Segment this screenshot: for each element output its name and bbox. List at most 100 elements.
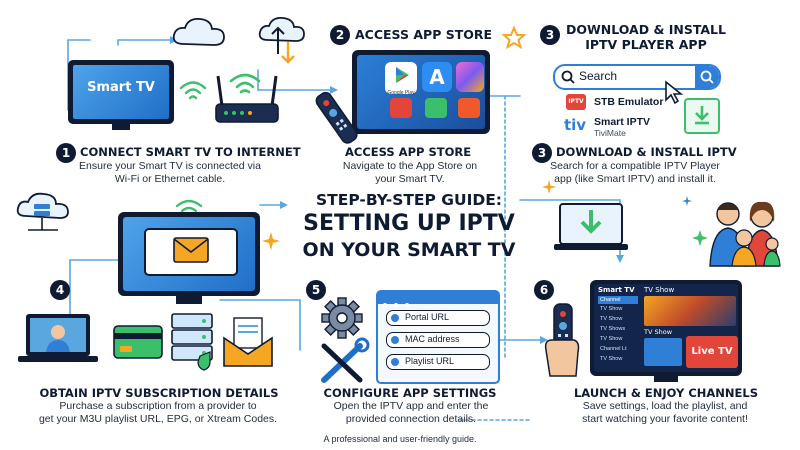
live-tv-button[interactable]: Live TV: [686, 336, 738, 368]
email-icon: [173, 237, 209, 263]
step-5-title: CONFIGURE APP SETTINGS: [323, 386, 497, 400]
google-play-label: Google Play: [387, 90, 415, 96]
step-3-description: Search for a compatible IPTV Player app …: [520, 160, 750, 186]
guide-title-line-1: STEP-BY-STEP GUIDE:: [316, 191, 502, 209]
channel-item[interactable]: TV Show: [600, 316, 623, 322]
star-icon: [501, 25, 527, 50]
router-icon: [215, 75, 279, 123]
step-2-number: 2: [330, 25, 350, 45]
step-3-desc-line: Search for a compatible IPTV Player: [550, 160, 720, 172]
sparkle-icon: [262, 232, 280, 250]
hand-remote-icon: [544, 303, 580, 377]
wifi-icon: [175, 199, 203, 213]
iptv-tv-title: Smart TV: [598, 286, 635, 294]
step-4-number: 4: [50, 280, 70, 300]
tv-show-tile[interactable]: [644, 338, 682, 366]
portal-url-field[interactable]: Portal URL: [386, 310, 490, 326]
step-4-description: Purchase a subscription from a provider …: [10, 400, 306, 426]
guide-title: STEP-BY-STEP GUIDE: SETTING UP IPTV ON Y…: [278, 190, 540, 262]
app-result-subtitle: TiviMate: [594, 128, 626, 138]
smart-tv-label: Smart TV: [87, 80, 155, 95]
cursor-icon: [665, 80, 684, 105]
channel-item[interactable]: TV Shows: [600, 326, 626, 332]
smart-tv: Smart TV: [68, 60, 174, 124]
channel-item[interactable]: TV Show: [600, 336, 623, 342]
app-store-icon[interactable]: A: [422, 62, 452, 92]
gallery-app-icon[interactable]: [456, 62, 484, 92]
stb-emulator-app-icon[interactable]: IPTV: [566, 94, 586, 110]
step-4-desc-line: get your M3U playlist URL, EPG, or Xtrea…: [38, 413, 278, 425]
step-5-number: 5: [306, 280, 326, 300]
step-3-header: DOWNLOAD & INSTALL IPTV PLAYER APP: [566, 22, 726, 52]
tv-show-header: TV Show: [644, 286, 675, 294]
download-icon: [695, 106, 709, 125]
envelope-document-icon: [223, 317, 273, 367]
grid-app-icon[interactable]: [425, 98, 447, 118]
settings-window: Portal URL MAC address Playlist URL: [376, 290, 500, 384]
portal-url-label: Portal URL: [405, 312, 450, 322]
download-button[interactable]: [684, 98, 720, 134]
guide-title-line-2: SETTING UP IPTV: [303, 211, 515, 236]
tools-icon: [321, 337, 370, 383]
laptop-download-icon: [554, 203, 628, 250]
step-3-header-line: DOWNLOAD & INSTALL: [566, 22, 726, 37]
step-2-header: ACCESS APP STORE: [355, 27, 493, 42]
app-result-smart-iptv[interactable]: Smart IPTV: [594, 116, 651, 128]
app-search-bar[interactable]: Search: [553, 64, 721, 90]
channel-item[interactable]: TV Show: [600, 306, 623, 312]
window-titlebar: [378, 292, 498, 307]
cloud-server-icon: [16, 192, 69, 231]
step-2-description: Navigate to the App Store on your Smart …: [320, 160, 500, 186]
cloud-icon: [172, 18, 225, 46]
playlist-url-field[interactable]: Playlist URL: [386, 354, 490, 370]
server-rack-icon: [171, 313, 213, 371]
step-1-title: CONNECT SMART TV TO INTERNET: [80, 145, 301, 159]
step-1-desc-line: Ensure your Smart TV is connected via: [79, 160, 261, 172]
step-2-title: ACCESS APP STORE: [345, 145, 472, 159]
email-notification: [144, 228, 238, 276]
step-4-desc-line: Purchase a subscription from a provider …: [59, 400, 257, 412]
channel-list: Channel TV Show TV Show TV Shows TV Show…: [598, 296, 638, 363]
playlist-url-label: Playlist URL: [405, 356, 455, 366]
featured-show-thumbnail[interactable]: [644, 296, 736, 326]
step-6-desc-line: Save settings, load the playlist, and: [582, 400, 748, 412]
step-6-desc-line: start watching your favorite content!: [582, 413, 748, 425]
step-3-number: 3: [532, 143, 552, 163]
search-button[interactable]: [695, 66, 719, 88]
mac-address-field[interactable]: MAC address: [386, 332, 490, 348]
google-play-icon[interactable]: Google Play: [385, 62, 417, 96]
monitor-stand: [176, 296, 202, 304]
sparkle-icon: [682, 196, 692, 206]
channel-item[interactable]: Channel Lt: [600, 346, 627, 352]
tv-stand: [112, 124, 130, 130]
video-app-icon[interactable]: [458, 98, 480, 118]
search-icon: [700, 70, 714, 84]
step-1-desc-line: Wi-Fi or Ethernet cable.: [114, 173, 226, 185]
step-2-desc-line: Navigate to the App Store on: [342, 160, 478, 172]
sparkle-icon: [542, 180, 556, 194]
app-result-stb-emulator[interactable]: STB Emulator: [594, 96, 664, 108]
tv-stand: [654, 376, 678, 382]
credit-card-icon: [113, 325, 163, 359]
channel-item[interactable]: TV Show: [600, 356, 623, 362]
footer-caption: A professional and user-friendly guide.: [323, 434, 477, 444]
laptop-user-icon: [18, 314, 98, 362]
search-input[interactable]: Search: [579, 69, 618, 83]
guide-title-line-3: ON YOUR SMART TV: [302, 239, 516, 261]
remote-control-icon: [315, 91, 358, 144]
sparkle-icon: [692, 230, 708, 246]
step-6-number: 6: [534, 280, 554, 300]
step-5-desc-line: provided connection details.: [345, 413, 477, 425]
step-5-desc-line: Open the IPTV app and enter the: [333, 400, 489, 412]
step-5-description: Open the IPTV app and enter the provided…: [316, 400, 506, 426]
mac-address-label: MAC address: [405, 334, 460, 344]
app-tile-icon[interactable]: [390, 98, 412, 118]
step-2-desc-line: your Smart TV.: [375, 173, 445, 185]
search-icon: [561, 70, 575, 84]
channel-item[interactable]: Channel: [598, 296, 638, 304]
tivimate-app-icon[interactable]: tiv: [564, 116, 587, 134]
step-1-number: 1: [56, 143, 76, 163]
step-6-title: LAUNCH & ENJOY CHANNELS: [573, 386, 759, 400]
wifi-icon: [229, 73, 261, 94]
wifi-icon: [179, 81, 207, 100]
